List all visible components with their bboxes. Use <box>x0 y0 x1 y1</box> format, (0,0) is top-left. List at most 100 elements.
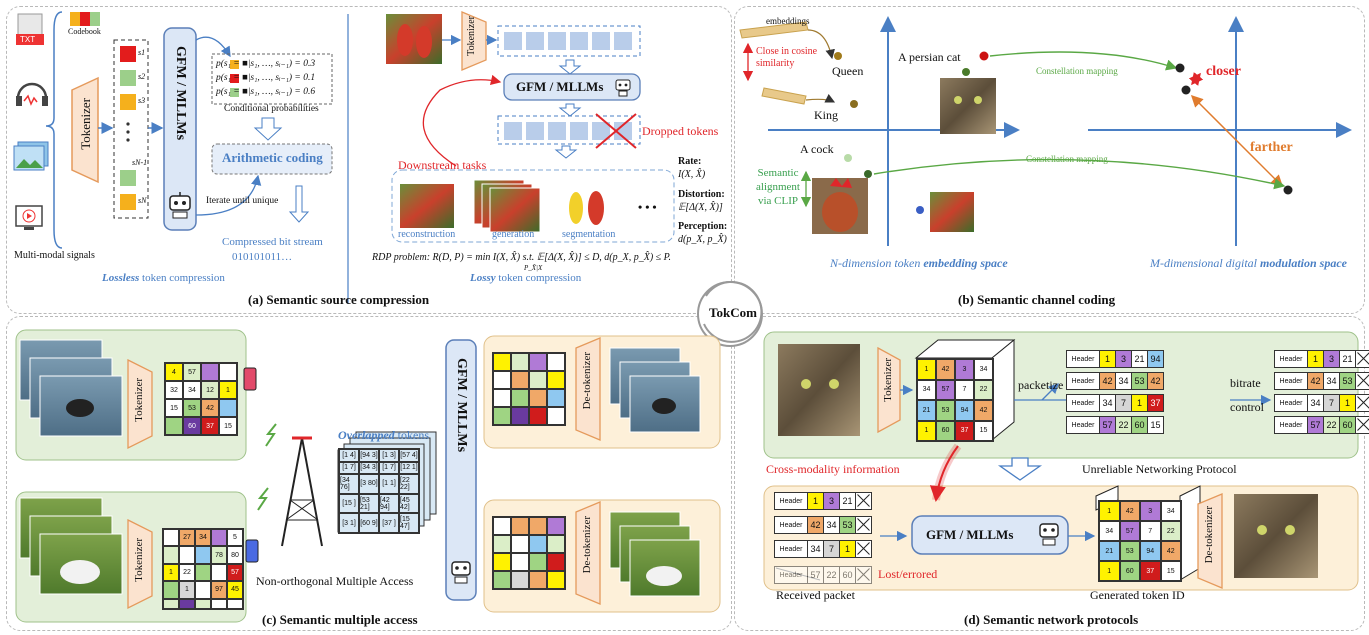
caption-c: (c) Semantic multiple access <box>262 612 418 627</box>
probability-box <box>211 53 333 105</box>
cat-image-b <box>940 78 996 134</box>
lightning-1 <box>265 423 277 447</box>
embeddings-label: embeddings <box>766 16 810 26</box>
packetize-label: packetize <box>1018 378 1064 392</box>
closer-label: closer <box>1206 64 1241 79</box>
cross-modality-label: Cross-modality information <box>766 462 900 476</box>
tokenizer-block-a <box>71 76 99 184</box>
caption-d: (d) Semantic network protocols <box>964 612 1139 627</box>
model-block-c <box>445 339 477 601</box>
king-label: King <box>814 108 838 122</box>
detokenizer-d <box>1197 493 1223 589</box>
base-station-tower <box>281 436 323 547</box>
detokenizer-c1 <box>575 337 601 441</box>
image-gallery-icon <box>13 141 49 171</box>
unreliable-label: Unreliable Networking Protocol <box>1082 462 1237 476</box>
robot-icon-c <box>451 561 471 584</box>
parrot-image-b <box>930 192 974 232</box>
queen-label: Queen <box>832 64 864 78</box>
caption-b: (b) Semantic channel coding <box>958 292 1116 307</box>
bitrate-label: bitrate <box>1230 376 1261 390</box>
cock-point <box>844 154 852 162</box>
caption-a: (a) Semantic source compression <box>248 292 430 307</box>
robot-icon-d <box>1039 523 1059 546</box>
txt-file-icon <box>16 13 44 45</box>
signals-brace <box>45 11 63 249</box>
bitstream-value: 010101011… <box>232 251 293 263</box>
arith-coding-box <box>211 143 333 175</box>
cat-output-d <box>1234 494 1318 578</box>
tokenizer-c1 <box>127 358 153 450</box>
dropped-label: Dropped tokens <box>642 124 719 138</box>
model-block-d <box>911 515 1069 555</box>
tokenizer-label-d: Tokenizer <box>882 358 894 402</box>
parrot-image <box>386 14 442 64</box>
model-label-a2: GFM / MLLMs <box>516 79 604 94</box>
mod-point-1 <box>1175 63 1185 73</box>
output-grid-c1 <box>492 352 566 426</box>
tokenizer-label-c1: Tokenizer <box>133 378 145 422</box>
sem-align-label: Semantic alignment via CLIP <box>756 167 800 207</box>
downstream-box <box>391 169 675 243</box>
task-image-generation <box>473 179 541 233</box>
rate-expr: I(X, X̂) <box>678 169 706 180</box>
detokenizer-label-c1: De-tokenizer <box>581 352 593 410</box>
bitstream-label: Compressed bit stream <box>222 236 323 248</box>
token-column <box>113 39 149 219</box>
video-monitor-icon <box>15 205 43 230</box>
king-point <box>850 100 858 108</box>
model-block-a <box>163 27 197 231</box>
cat-image-d <box>778 344 860 436</box>
const-map-label-2: Constellation mapping <box>1026 154 1108 164</box>
const-map-label-1: Constellation mapping <box>1036 66 1118 76</box>
distortion-expr: 𝔼[Δ(X, X̂)] <box>678 202 723 213</box>
mm-signals-label: Multi-modal signals <box>14 250 95 261</box>
embed-space-caption: N-dimension token embedding space <box>830 256 1008 270</box>
token-s1: s1 <box>138 48 146 57</box>
phone-1 <box>243 367 257 391</box>
lightning-2 <box>257 487 269 511</box>
output-grid-c2 <box>492 516 566 590</box>
robot-icon <box>169 192 191 219</box>
mod-point-2 <box>1181 85 1191 95</box>
model-label-c: GFM / MLLMs <box>454 358 469 453</box>
robot-icon-2 <box>615 79 631 97</box>
tasks-ellipsis: • • • <box>638 200 657 214</box>
downstream-label: Downstream tasks <box>398 158 487 172</box>
tokenizer-label-a2: Tokenizer <box>466 16 477 56</box>
prob-1: p(s₁ = ■|s₁, …, sᵢ₋₁) = 0.3 <box>216 59 316 69</box>
task-generation: generation <box>492 229 535 240</box>
txt-label: TXT <box>20 35 36 44</box>
persian-cat-label: A persian cat <box>898 50 961 64</box>
received-label: Received packet <box>776 588 855 602</box>
phone-2 <box>245 539 259 563</box>
distortion-title: Distortion: <box>678 189 725 200</box>
task-reconstruction: reconstruction <box>398 229 456 240</box>
persian-cat-point <box>979 51 989 61</box>
token-sN-1: sN-1 <box>132 158 148 167</box>
task-image-segmentation <box>569 191 604 225</box>
detokenizer-c2 <box>575 501 601 605</box>
tokenizer-c2 <box>127 518 153 610</box>
perception-expr: d(p_X, p_X̂) <box>678 234 727 245</box>
mod-space-caption: M-dimensional digital modulation space <box>1150 256 1348 270</box>
task-segmentation: segmentation <box>562 229 616 240</box>
mod-point-3 <box>1283 185 1293 195</box>
frame-panel-b <box>734 6 1365 314</box>
audio-headset-icon <box>16 82 48 106</box>
detokenizer-label-d: De-tokenizer <box>1203 506 1215 564</box>
token-s2: s2 <box>138 72 146 81</box>
